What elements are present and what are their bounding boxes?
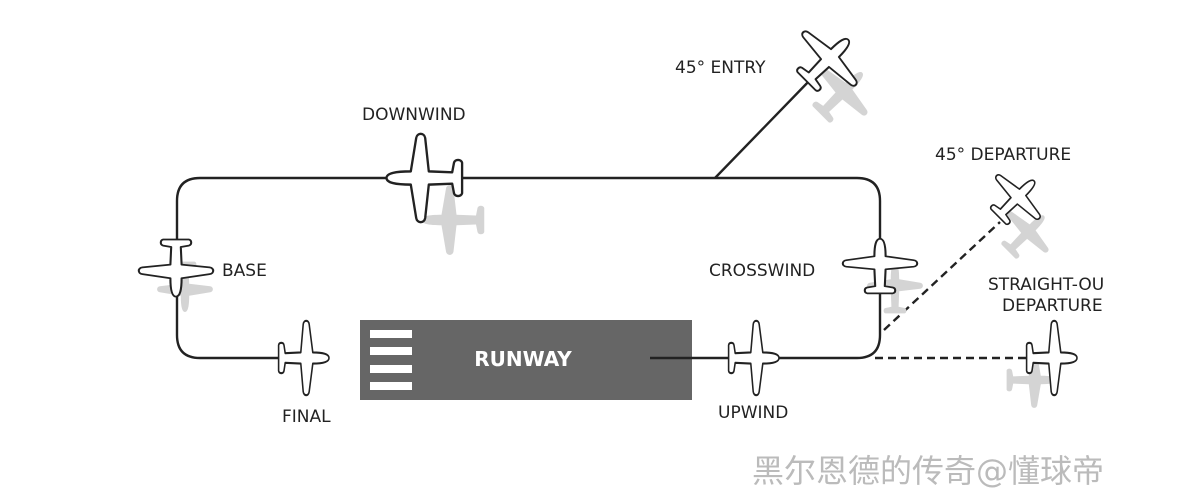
pattern-path	[175, 176, 882, 360]
departure-45-line	[883, 221, 1001, 331]
label-45-departure: 45° DEPARTURE	[935, 145, 1071, 165]
threshold-stripe	[370, 382, 412, 390]
entry-line	[714, 77, 813, 179]
label-upwind: UPWIND	[718, 403, 788, 423]
watermark: 黑尔恩德的传奇@懂球帝	[752, 452, 1104, 490]
runway-label: RUNWAY	[474, 347, 572, 371]
plane-upwind-icon	[727, 319, 781, 397]
runway: RUNWAY	[360, 320, 692, 400]
label-downwind: DOWNWIND	[362, 105, 466, 125]
threshold-stripe	[370, 365, 412, 373]
label-straight-out-departure: DEPARTURE	[1002, 296, 1103, 316]
runway-surface	[360, 320, 692, 400]
threshold-stripe	[370, 330, 412, 338]
plane-final-icon	[277, 319, 331, 397]
label-45-entry: 45° ENTRY	[675, 58, 766, 78]
threshold-stripe	[370, 347, 412, 355]
label-straight-out: STRAIGHT-OU	[988, 275, 1104, 295]
label-crosswind: CROSSWIND	[709, 261, 815, 281]
label-base: BASE	[222, 261, 267, 281]
plane-45-entry-icon	[779, 12, 876, 109]
label-final: FINAL	[282, 407, 331, 427]
